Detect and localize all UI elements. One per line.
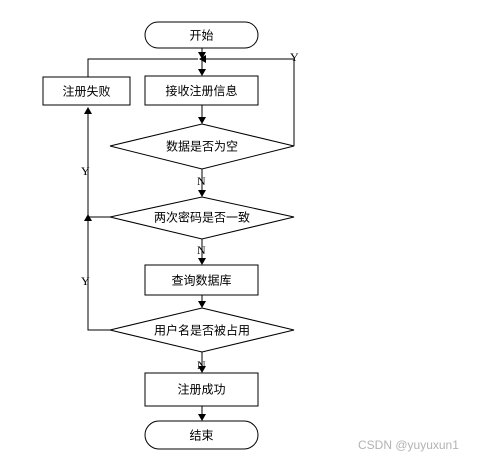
arrowhead	[198, 414, 206, 421]
start-terminal: 开始	[144, 21, 259, 49]
edge-label-username-taken: Y	[81, 274, 90, 288]
arrowhead	[198, 366, 206, 373]
watermark: CSDN @yuyuxun1	[358, 438, 459, 452]
check-empty-decision: 数据是否为空	[109, 123, 295, 170]
arrowhead	[199, 55, 206, 63]
arrowhead	[198, 301, 206, 308]
edge-label-password-match: N	[197, 243, 206, 257]
arrowhead	[198, 52, 206, 59]
success-box: 注册成功	[144, 372, 259, 407]
success-label: 注册成功	[177, 382, 225, 397]
receive-info-box: 接收注册信息	[144, 75, 259, 106]
arrowhead	[84, 214, 92, 221]
check-username-label: 用户名是否被占用	[154, 323, 250, 338]
fail-box: 注册失败	[42, 76, 131, 106]
arrowhead	[198, 117, 206, 124]
query-db-box: 查询数据库	[144, 264, 259, 296]
arrowhead	[198, 190, 206, 197]
receive-info-label: 接收注册信息	[165, 83, 237, 98]
arrowhead	[84, 107, 92, 114]
end-terminal: 结束	[144, 420, 259, 450]
edge-username-taken-to-fail	[87, 217, 110, 331]
arrowhead	[198, 69, 206, 76]
check-username-decision: 用户名是否被占用	[109, 307, 295, 353]
start-label: 开始	[189, 29, 213, 43]
edge-label-empty-yes: Y	[290, 50, 299, 64]
arrowhead	[198, 258, 206, 265]
edge-label-empty-no: N	[197, 174, 206, 188]
edge-password-mismatch-to-fail	[87, 108, 110, 218]
edge-label-password-mismatch: Y	[81, 164, 90, 178]
check-password-label: 两次密码是否一致	[154, 210, 250, 225]
query-db-label: 查询数据库	[171, 273, 231, 288]
fail-label: 注册失败	[62, 84, 110, 99]
edge-fail-to-top	[87, 58, 198, 77]
edge-label-username-free: N	[197, 358, 206, 372]
check-password-decision: 两次密码是否一致	[109, 196, 295, 240]
check-empty-label: 数据是否为空	[166, 139, 238, 154]
end-label: 结束	[189, 429, 213, 443]
edge-empty-yes-loop	[206, 58, 295, 146]
